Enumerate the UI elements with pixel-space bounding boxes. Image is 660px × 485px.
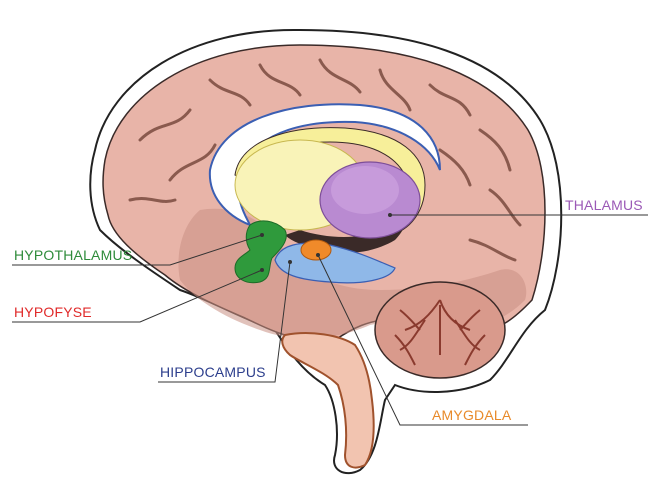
cerebellum-folia	[394, 299, 486, 366]
leader-lines	[12, 214, 648, 426]
label-hypothalamus: HYPOTHALAMUS	[14, 247, 132, 263]
label-hypofyse: HYPOFYSE	[14, 304, 92, 320]
hypothalamus	[234, 220, 287, 284]
corpus-callosum	[208, 103, 441, 227]
leader-arrowheads	[260, 213, 392, 272]
label-amygdala: AMYGDALA	[432, 407, 512, 423]
label-thalamus: THALAMUS	[565, 197, 643, 213]
label-hippocampus: HIPPOCAMPUS	[160, 364, 266, 380]
brainstem	[281, 332, 375, 469]
amygdala	[300, 239, 332, 261]
